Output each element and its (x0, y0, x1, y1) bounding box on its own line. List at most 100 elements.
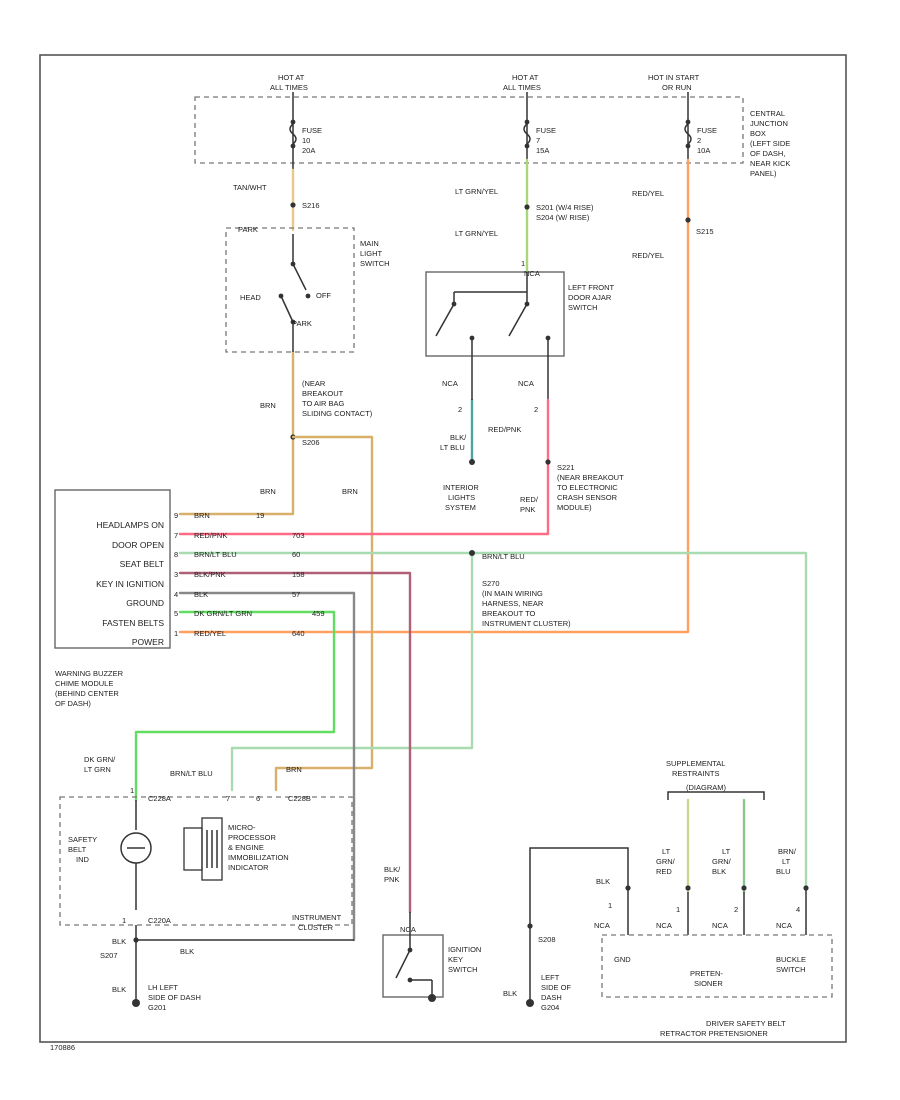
svg-text:LT: LT (722, 847, 731, 856)
svg-text:NCA: NCA (712, 921, 728, 930)
svg-text:DRIVER SAFETY BELT: DRIVER SAFETY BELT (706, 1019, 786, 1028)
svg-text:LEFT FRONT: LEFT FRONT (568, 283, 615, 292)
svg-text:LIGHT: LIGHT (360, 249, 383, 258)
svg-text:INDICATOR: INDICATOR (228, 863, 269, 872)
svg-text:RED/PNK: RED/PNK (194, 531, 227, 540)
label-brn-lt-blu-top: BRN/LT BLU (482, 552, 525, 561)
svg-text:NCA: NCA (594, 921, 610, 930)
svg-text:FUSE: FUSE (697, 126, 717, 135)
svg-text:C228A: C228A (148, 794, 171, 803)
svg-text:20A: 20A (302, 146, 315, 155)
svg-text:7: 7 (226, 794, 230, 803)
svg-text:3: 3 (174, 570, 178, 579)
svg-text:GRN/: GRN/ (712, 857, 732, 866)
svg-text:NCA: NCA (776, 921, 792, 930)
svg-text:PARK: PARK (292, 319, 312, 328)
svg-text:LIGHTS: LIGHTS (448, 493, 475, 502)
svg-text:SUPPLEMENTAL: SUPPLEMENTAL (666, 759, 725, 768)
svg-text:BREAKOUT: BREAKOUT (302, 389, 344, 398)
svg-text:TO AIR BAG: TO AIR BAG (302, 399, 345, 408)
label-blk-lt-blu: BLK/ LT BLU (440, 433, 467, 452)
svg-text:DK GRN/: DK GRN/ (84, 755, 116, 764)
label-interior-lights: INTERIOR LIGHTS SYSTEM (443, 483, 479, 512)
svg-text:LT: LT (782, 857, 791, 866)
svg-text:PNK: PNK (384, 875, 399, 884)
label-ground-g201: LH LEFT SIDE OF DASH G201 (148, 983, 201, 1012)
svg-text:MODULE): MODULE) (557, 503, 592, 512)
svg-text:(LEFT SIDE: (LEFT SIDE (750, 139, 790, 148)
svg-text:5: 5 (174, 609, 178, 618)
svg-text:(BEHIND CENTER: (BEHIND CENTER (55, 689, 119, 698)
svg-text:PNK: PNK (520, 505, 535, 514)
warning-chime-module: HEADLAMPS ON DOOR OPEN SEAT BELT KEY IN … (54, 489, 171, 649)
fuse-10: FUSE 10 20A (289, 92, 322, 170)
label-blk-gnd-1: BLK (112, 937, 126, 946)
svg-text:NCA: NCA (656, 921, 672, 930)
svg-text:ALL TIMES: ALL TIMES (270, 83, 308, 92)
label-s215: S215 (696, 227, 714, 236)
svg-text:HOT AT: HOT AT (512, 73, 539, 82)
svg-text:GRN/: GRN/ (656, 857, 676, 866)
svg-text:57: 57 (292, 590, 300, 599)
svg-text:10: 10 (302, 136, 310, 145)
svg-text:9: 9 (174, 511, 178, 520)
label-s221: S221 (NEAR BREAKOUT TO ELECTRONIC CRASH … (557, 463, 624, 512)
svg-text:SWITCH: SWITCH (776, 965, 806, 974)
label-blk-gnd-2: BLK (180, 947, 194, 956)
svg-text:6: 6 (256, 794, 260, 803)
svg-text:KEY IN IGNITION: KEY IN IGNITION (96, 579, 164, 589)
svg-text:SWITCH: SWITCH (568, 303, 598, 312)
svg-text:FUSE: FUSE (536, 126, 556, 135)
svg-text:1: 1 (608, 901, 612, 910)
svg-text:703: 703 (292, 531, 305, 540)
wire-brn-lt-blu-cluster (230, 551, 474, 792)
wire-red-yel (178, 158, 690, 634)
svg-text:PANEL): PANEL) (750, 169, 777, 178)
svg-text:FASTEN BELTS: FASTEN BELTS (102, 618, 164, 628)
label-brn-3: BRN (342, 487, 358, 496)
svg-text:15A: 15A (536, 146, 549, 155)
figure-id: 170886 (50, 1043, 75, 1052)
svg-text:NCA: NCA (442, 379, 458, 388)
svg-text:HEAD: HEAD (240, 293, 261, 302)
svg-text:HARNESS, NEAR: HARNESS, NEAR (482, 599, 544, 608)
svg-text:2: 2 (458, 405, 462, 414)
svg-text:RED/YEL: RED/YEL (194, 629, 226, 638)
svg-text:C220A: C220A (148, 916, 171, 925)
svg-text:LEFT: LEFT (541, 973, 560, 982)
svg-text:ALL TIMES: ALL TIMES (503, 83, 541, 92)
label-lt-grn-yel-2: LT GRN/YEL (455, 229, 498, 238)
label-dk-grn-lt-grn: DK GRN/ LT GRN (84, 755, 116, 774)
svg-text:BLK: BLK (712, 867, 726, 876)
svg-text:DOOR OPEN: DOOR OPEN (112, 540, 164, 550)
svg-text:SIDE OF: SIDE OF (541, 983, 571, 992)
svg-text:OF DASH,: OF DASH, (750, 149, 785, 158)
svg-text:NCA: NCA (524, 269, 540, 278)
svg-text:MICRO-: MICRO- (228, 823, 256, 832)
svg-text:HOT IN START: HOT IN START (648, 73, 700, 82)
svg-text:OR RUN: OR RUN (662, 83, 692, 92)
svg-text:IGNITION: IGNITION (448, 945, 481, 954)
svg-text:RED/: RED/ (520, 495, 539, 504)
svg-text:OF DASH): OF DASH) (55, 699, 91, 708)
microprocessor-icon (183, 817, 223, 881)
module-connector-labels: 9 BRN 19 7 RED/PNK 703 8 BRN/LT BLU 60 3… (174, 511, 325, 638)
svg-text:7: 7 (536, 136, 540, 145)
svg-text:INSTRUMENT: INSTRUMENT (292, 913, 342, 922)
svg-text:LT: LT (662, 847, 671, 856)
svg-text:KEY: KEY (448, 955, 463, 964)
svg-text:FUSE: FUSE (302, 126, 322, 135)
svg-text:(NEAR BREAKOUT: (NEAR BREAKOUT (557, 473, 624, 482)
svg-text:1: 1 (521, 259, 525, 268)
svg-text:60: 60 (292, 550, 300, 559)
svg-text:158: 158 (292, 570, 305, 579)
svg-text:1: 1 (676, 905, 680, 914)
svg-text:OFF: OFF (316, 291, 331, 300)
svg-text:1: 1 (174, 629, 178, 638)
label-red-pnk-1: RED/PNK (488, 425, 521, 434)
pretensioner-caption: DRIVER SAFETY BELT RETRACTOR PRETENSIONE… (660, 1019, 786, 1038)
instrument-cluster: 1 C228A 7 6 C228B SAFETY BELT IND MICRO-… (59, 786, 353, 932)
svg-text:10A: 10A (697, 146, 710, 155)
svg-text:1: 1 (122, 916, 126, 925)
svg-text:BELT: BELT (68, 845, 87, 854)
